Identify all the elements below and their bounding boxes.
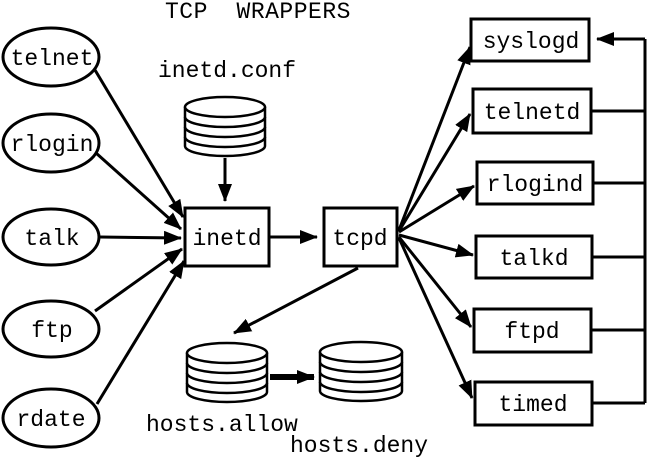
arrow-telnet-to-inetd [93,69,185,218]
ftp-ellipse [1,299,101,359]
daemon-node-talkd: talkd [474,234,594,280]
rdate-ellipse [1,387,101,449]
daemon-node-ftpd: ftpd [472,307,593,354]
cylinder-top [185,341,269,365]
tcpd-label: tcpd [332,226,387,252]
telnet-label: telnet [11,46,94,72]
daemon-node-timed: timed [473,380,594,427]
timed-box [473,380,594,427]
hosts-allow-label: hosts.allow [146,412,298,438]
client-node-telnet: telnet [1,26,101,88]
inetd-label: inetd [192,226,261,252]
cylinder-body [183,107,267,158]
arrow-tcpd-to-talkd [398,233,474,258]
cylinder-disc-line [318,371,404,384]
database-cylinder-icon-inetd-conf [183,95,267,158]
rdate-label: rdate [16,407,85,433]
arrow-tcpd-to-timed [397,237,474,399]
ftpd-label: ftpd [504,319,559,345]
daemon-node-rlogind: rlogind [475,160,595,206]
arrow-ftp-to-inetd [94,247,183,313]
syslogd-label: syslogd [483,29,580,55]
arrow-rlogin-to-inetd [95,151,182,231]
diagram-title: TCP WRAPPERS [165,0,351,25]
inetd-box [183,206,271,268]
cylinder-disc-line [318,381,404,394]
rlogind-label: rlogind [487,172,584,198]
daemon-node-syslogd: syslogd [469,17,591,63]
ftp-label: ftp [31,318,72,344]
database-cylinder-icon-hosts-deny [318,340,404,403]
arrow-rdate-to-inetd [95,260,186,405]
rlogin-ellipse [1,112,101,174]
process-node-tcpd: tcpd [322,206,399,268]
cylinder-disc-line [185,382,269,395]
talk-label: talk [24,226,79,252]
arrow-tcpd-to-telnetd [397,113,472,232]
client-node-talk: talk [1,207,101,267]
inetd-conf-label: inetd.conf [158,58,296,84]
client-node-rlogin: rlogin [1,112,101,174]
talk-ellipse [1,207,101,267]
arrow-tcpd-to-hosts-allow [233,266,359,335]
cylinder-disc-line [183,136,267,149]
timed-label: timed [498,392,567,418]
cylinder-top [318,340,404,364]
cylinder-top [183,95,267,119]
database-cylinder-icon-hosts-allow [185,341,269,404]
cylinder-disc-line [183,116,267,129]
client-node-rdate: rdate [1,387,101,449]
syslogd-box [469,17,591,63]
arrow-tcpd-to-rlogind [398,184,475,234]
rlogin-label: rlogin [11,132,94,158]
cylinder-body [185,353,269,404]
talkd-label: talkd [499,246,568,272]
telnetd-box [471,87,593,135]
arrow-tcpd-to-syslogd [397,46,472,231]
tcpd-box [322,206,399,268]
daemon-node-telnetd: telnetd [471,87,593,135]
cylinder-body [318,352,404,403]
process-node-inetd: inetd [183,206,271,268]
client-node-ftp: ftp [1,299,101,359]
telnetd-label: telnetd [484,100,581,126]
cylinder-disc-line [318,361,404,374]
cylinder-disc-line [183,126,267,139]
arrow-talk-to-inetd [99,230,182,245]
talkd-box [474,234,594,280]
cylinder-disc-line [185,372,269,385]
arrow-tcpd-to-ftpd [397,236,473,328]
hosts-deny-label: hosts.deny [290,433,428,457]
telnet-ellipse [1,26,101,88]
cylinder-disc-line [185,362,269,375]
